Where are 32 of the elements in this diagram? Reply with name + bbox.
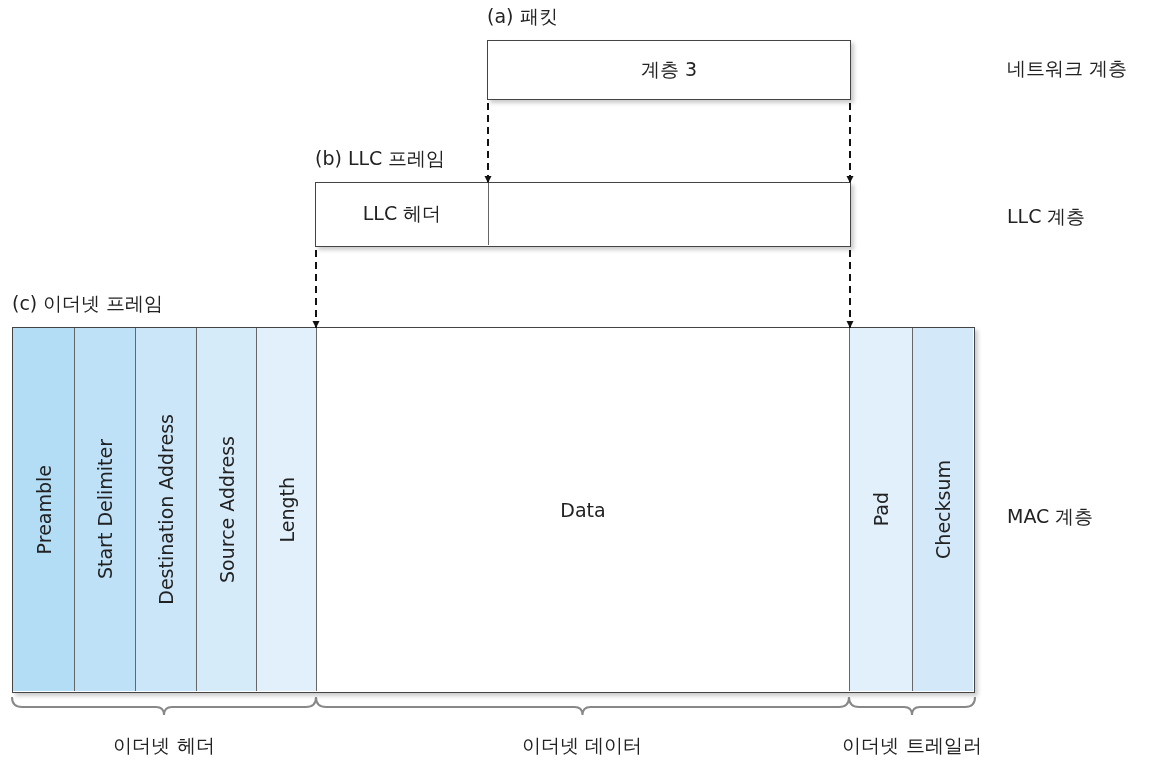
field-label: Destination Address: [155, 414, 177, 605]
field-label: LLC 헤더: [362, 201, 442, 226]
layer-name: LLC 계층: [1007, 204, 1086, 229]
field-label: Checksum: [932, 460, 954, 559]
section-label: 이더넷 데이터: [522, 733, 642, 758]
section-label: 이더넷 헤더: [113, 733, 215, 758]
layer-name: 네트워크 계층: [1007, 56, 1128, 81]
field-cell: [136, 328, 197, 691]
field-label: Source Address: [215, 436, 238, 583]
frame-title: (b) LLC 프레임: [315, 146, 446, 171]
arrow: [484, 102, 492, 184]
field-cell: [75, 328, 136, 691]
field-label: Preamble: [32, 464, 55, 555]
field-label: Length: [275, 476, 298, 543]
field-cell: [197, 328, 257, 691]
payload-field: [488, 183, 850, 245]
field-cell: [913, 328, 973, 691]
arrow: [312, 249, 320, 329]
field-label: Start Delimiter: [94, 439, 116, 580]
layer-name: MAC 계층: [1007, 504, 1094, 529]
field-label: Pad: [870, 492, 892, 527]
frame-title: (a) 패킷: [487, 4, 558, 29]
arrow: [846, 249, 854, 329]
field-label: Data: [560, 498, 606, 521]
section-label: 이더넷 트레일러: [842, 733, 982, 758]
arrow: [846, 102, 854, 184]
field-cell: [13, 328, 75, 691]
data-field: [317, 328, 850, 691]
frame-title: (c) 이더넷 프레임: [12, 291, 164, 316]
field-cell: [850, 328, 913, 691]
field-cell: [257, 328, 317, 691]
layer-label: 계층 3: [640, 57, 698, 82]
